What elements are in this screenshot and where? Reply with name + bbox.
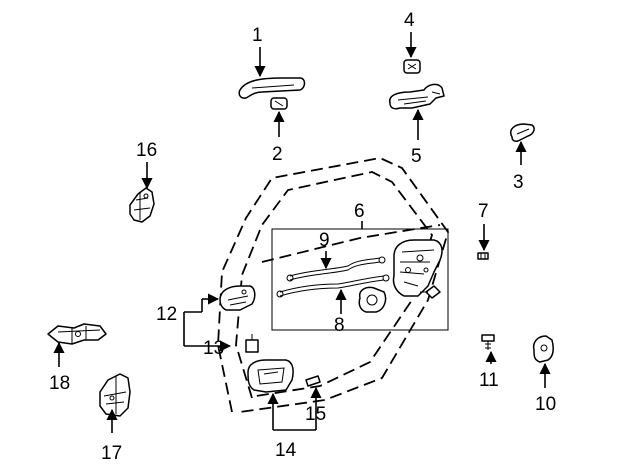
cylinder-cap-part bbox=[403, 59, 421, 74]
handle-frame-part bbox=[388, 83, 445, 110]
callout-3: 3 bbox=[513, 172, 524, 193]
door-check-part bbox=[47, 323, 107, 345]
callout-15: 15 bbox=[305, 404, 326, 425]
screw-7-part bbox=[477, 252, 489, 260]
callout-4: 4 bbox=[404, 10, 415, 31]
callout-18: 18 bbox=[49, 373, 70, 394]
door-lock-body-part bbox=[392, 239, 443, 297]
callout-17: 17 bbox=[101, 443, 122, 464]
handle-cap-part bbox=[270, 97, 288, 110]
callout-14: 14 bbox=[275, 440, 297, 461]
inside-handle-part bbox=[247, 359, 294, 393]
lock-actuator-part bbox=[129, 187, 155, 223]
callout-9: 9 bbox=[319, 230, 330, 251]
lock-screw-part bbox=[420, 285, 441, 299]
lock-rod-part bbox=[286, 256, 386, 282]
callout-10: 10 bbox=[535, 394, 556, 415]
callout-6: 6 bbox=[354, 201, 365, 222]
callout-13: 13 bbox=[203, 338, 224, 359]
lock-cable-part bbox=[276, 274, 390, 313]
callout-11: 11 bbox=[479, 370, 499, 391]
callout-2: 2 bbox=[272, 144, 283, 165]
cover-part bbox=[510, 123, 535, 142]
callout-12: 12 bbox=[156, 304, 177, 325]
callout-7: 7 bbox=[478, 201, 489, 222]
striker-part bbox=[532, 335, 554, 363]
leader-14 bbox=[267, 386, 322, 431]
lock-assembly-box bbox=[271, 228, 449, 331]
callout-5: 5 bbox=[411, 146, 422, 167]
outside-handle-part bbox=[238, 77, 306, 99]
inside-handle-bezel-part bbox=[219, 285, 256, 311]
hinge-part bbox=[99, 373, 131, 417]
bolt-11-part bbox=[481, 334, 495, 350]
leader-12 bbox=[183, 293, 232, 352]
callout-16: 16 bbox=[136, 140, 157, 161]
callout-1: 1 bbox=[252, 25, 263, 46]
screw-15-part bbox=[305, 375, 321, 387]
clip-part bbox=[245, 334, 259, 353]
callout-8: 8 bbox=[334, 315, 345, 336]
